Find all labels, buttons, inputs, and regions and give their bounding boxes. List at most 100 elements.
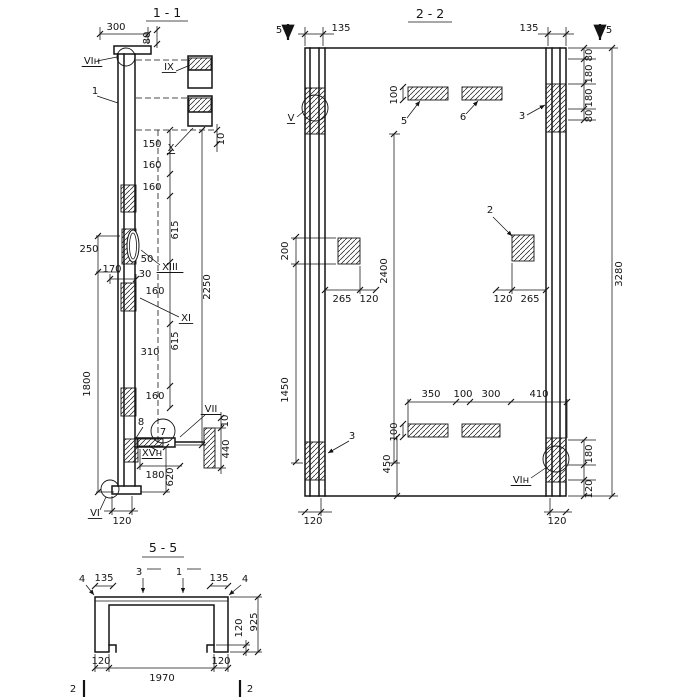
section-5-5-title: 5 - 5 <box>149 540 177 555</box>
dim-265-left: 265 <box>332 294 351 305</box>
callout-ix: IX <box>164 62 174 73</box>
part-3-bottom: 3 <box>349 431 355 442</box>
section-5-5-dimension-lines <box>94 556 262 672</box>
section-2-2-cut-plane-marks <box>281 24 607 40</box>
part-2: 2 <box>487 205 493 216</box>
dim-160-a: 160 <box>142 160 161 171</box>
section-2-2-outline <box>304 47 567 497</box>
dim-615-b: 615 <box>170 331 181 350</box>
part-1: 1 <box>92 86 98 97</box>
dim-180-right-top-a: 180 <box>584 64 595 83</box>
mark-1: 1 <box>176 567 182 578</box>
dim-265-right: 265 <box>520 294 539 305</box>
dim-3280: 3280 <box>614 261 625 286</box>
dim-135-left: 135 <box>331 23 350 34</box>
callout-xiii: XIII <box>162 262 178 273</box>
section-1-1-embedded-plates-hatching <box>120 57 216 469</box>
dim-10-top: 10 <box>216 133 227 146</box>
section-5-5-leader-lines <box>85 578 242 596</box>
callout-xi: XI <box>181 313 191 324</box>
dim-150: 150 <box>142 139 161 150</box>
dim-1800: 1800 <box>82 371 93 396</box>
part-6: 6 <box>460 112 466 123</box>
dim-120-bottom: 120 <box>112 516 131 527</box>
dim-300-bottom: 300 <box>481 389 500 400</box>
mark-4-left: 4 <box>79 574 85 585</box>
section-5-5-dimension-ticks <box>91 582 262 672</box>
dim-300: 300 <box>106 22 125 33</box>
part-8: 8 <box>138 417 144 428</box>
section-2-2-embedded-plates-hatching <box>304 83 567 483</box>
dim-50: 50 <box>141 254 154 265</box>
dim-160-b: 160 <box>142 182 161 193</box>
dim-120-right-bottom: 120 <box>584 479 595 498</box>
dim-160-d: 160 <box>145 391 164 402</box>
dim-135-right: 135 <box>519 23 538 34</box>
dim-925: 925 <box>249 612 260 631</box>
cut-2-left: 2 <box>70 684 76 695</box>
dim-120-right: 120 <box>493 294 512 305</box>
dim-450: 450 <box>382 454 393 473</box>
dim-180-right-top-b: 180 <box>584 88 595 107</box>
dim-350: 350 <box>421 389 440 400</box>
section-2-2-dimension-ticks <box>292 30 616 516</box>
section-5-5-cut-plane-marks <box>82 680 242 697</box>
part-7: 7 <box>160 427 166 438</box>
detail-circle-v <box>301 94 329 122</box>
dim-80-right-top-b: 80 <box>584 110 595 123</box>
detail-circle-vi-n-top <box>116 47 136 67</box>
section-5-5-outline <box>94 596 229 653</box>
dim-10-bottom: 10 <box>220 415 231 428</box>
mark-4-right: 4 <box>242 574 248 585</box>
callout-vi-bottom: VI <box>90 508 100 519</box>
callout-vi-n-bottom: VIн <box>513 475 529 486</box>
dim-1450: 1450 <box>280 377 291 402</box>
dim-100-bottom: 100 <box>389 422 400 441</box>
dim-120-bottom-right: 120 <box>547 516 566 527</box>
dim-620: 620 <box>165 467 176 486</box>
dim-200: 200 <box>280 241 291 260</box>
detail-circle-vi-bottom <box>100 479 120 499</box>
section-1-1-title: 1 - 1 <box>153 5 181 20</box>
section-1-1-labels: 30080VIнIX1X1015016016061525050XIII30170… <box>79 22 232 527</box>
dim-100-top: 100 <box>389 85 400 104</box>
dim-80-right-top-a: 80 <box>584 49 595 62</box>
section-2-2: 2 - 2 <box>276 6 625 527</box>
dim-250: 250 <box>79 244 98 255</box>
dim-180-right-bottom: 180 <box>584 444 595 463</box>
dim-2250: 2250 <box>202 274 213 299</box>
detail-circle-7 <box>150 418 176 444</box>
part-3-top: 3 <box>519 111 525 122</box>
cut-5-right: 5 <box>606 25 612 36</box>
dim-30: 30 <box>139 269 152 280</box>
section-2-2-dimension-lines <box>291 21 618 516</box>
callout-v: V <box>288 113 295 124</box>
dim-170: 170 <box>102 264 121 275</box>
dim-440: 440 <box>221 439 232 458</box>
dim-120-bottom-left: 120 <box>91 656 110 667</box>
dim-100-mid: 100 <box>453 389 472 400</box>
callout-xv-n: XVн <box>142 448 162 459</box>
dim-120-right: 120 <box>234 618 245 637</box>
dim-160-c: 160 <box>145 286 164 297</box>
dim-135-left: 135 <box>94 573 113 584</box>
detail-circle-vi-n <box>542 445 570 473</box>
callout-vi-n-top: VIн <box>84 56 100 67</box>
section-2-2-leader-lines <box>296 100 548 479</box>
section-2-2-callout-circles <box>301 94 570 473</box>
dim-2400: 2400 <box>379 258 390 283</box>
cut-5-left: 5 <box>276 25 282 36</box>
section-2-2-title: 2 - 2 <box>416 6 444 21</box>
dim-1970: 1970 <box>149 673 174 684</box>
cut-2-right: 2 <box>247 684 253 695</box>
dim-180: 180 <box>145 470 164 481</box>
dim-410: 410 <box>529 389 548 400</box>
slot-hole <box>126 229 140 263</box>
section-1-1-dimension-ticks <box>94 26 225 515</box>
dim-135-right: 135 <box>209 573 228 584</box>
